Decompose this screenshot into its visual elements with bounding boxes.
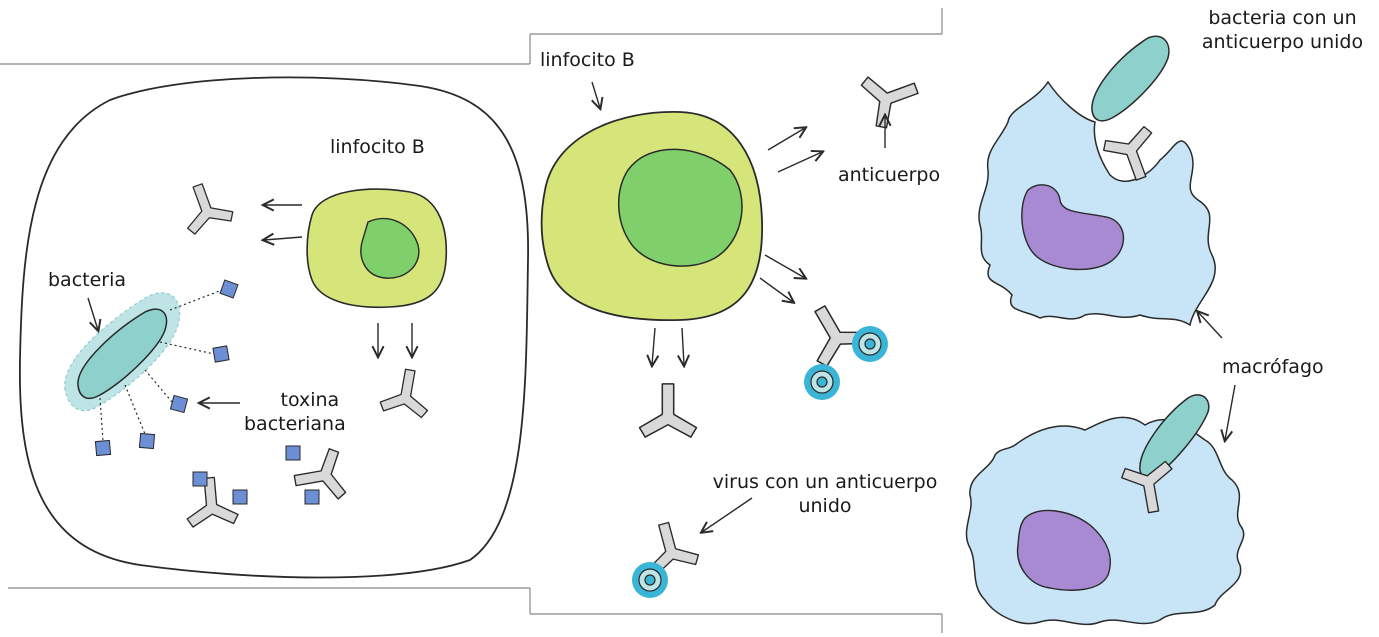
bound-toxin [233,490,247,504]
label-virus-line1: virus con un anticuerpo [700,470,950,494]
label-lymphocyte-b-1: linfocito B [330,135,425,159]
bound-toxin [305,490,319,504]
label-bacteria-antibody: bacteria con un anticuerpo unido [1195,6,1370,54]
lymphocyte-b-large [542,112,763,320]
macrophage-bottom [966,395,1243,625]
lymphocyte-b-small [307,189,446,307]
bound-toxin [286,446,300,460]
panel-3 [966,36,1243,624]
label-bacteria-1: bacteria [48,268,126,292]
bacteria-halo [65,293,180,411]
antibody [379,366,434,418]
panel-1 [20,77,528,577]
bound-toxin [193,472,207,486]
macrophage-top [979,36,1215,325]
bacteria-body [1092,36,1169,121]
label-virus-line2: unido [700,494,950,518]
antibody-with-toxin [184,476,239,528]
blood-vessel-outline [20,77,528,577]
label-virus: virus con un anticuerpo unido [700,470,950,518]
label-toxin-line2: bacteriana [244,412,346,436]
label-toxin: toxina bacteriana [244,388,346,436]
label-bacteria-antibody-line1: bacteria con un [1195,6,1370,30]
antibody [860,63,926,131]
label-macrophage: macrófago [1222,355,1324,379]
antibody [640,384,697,437]
lymphocyte-nucleus [619,149,742,266]
label-antibody: anticuerpo [838,163,940,187]
label-bacteria-antibody-line2: anticuerpo unido [1195,30,1370,54]
label-toxin-line1: toxina [244,388,346,412]
label-lymphocyte-b-2: linfocito B [540,48,635,72]
antibody [175,177,235,236]
